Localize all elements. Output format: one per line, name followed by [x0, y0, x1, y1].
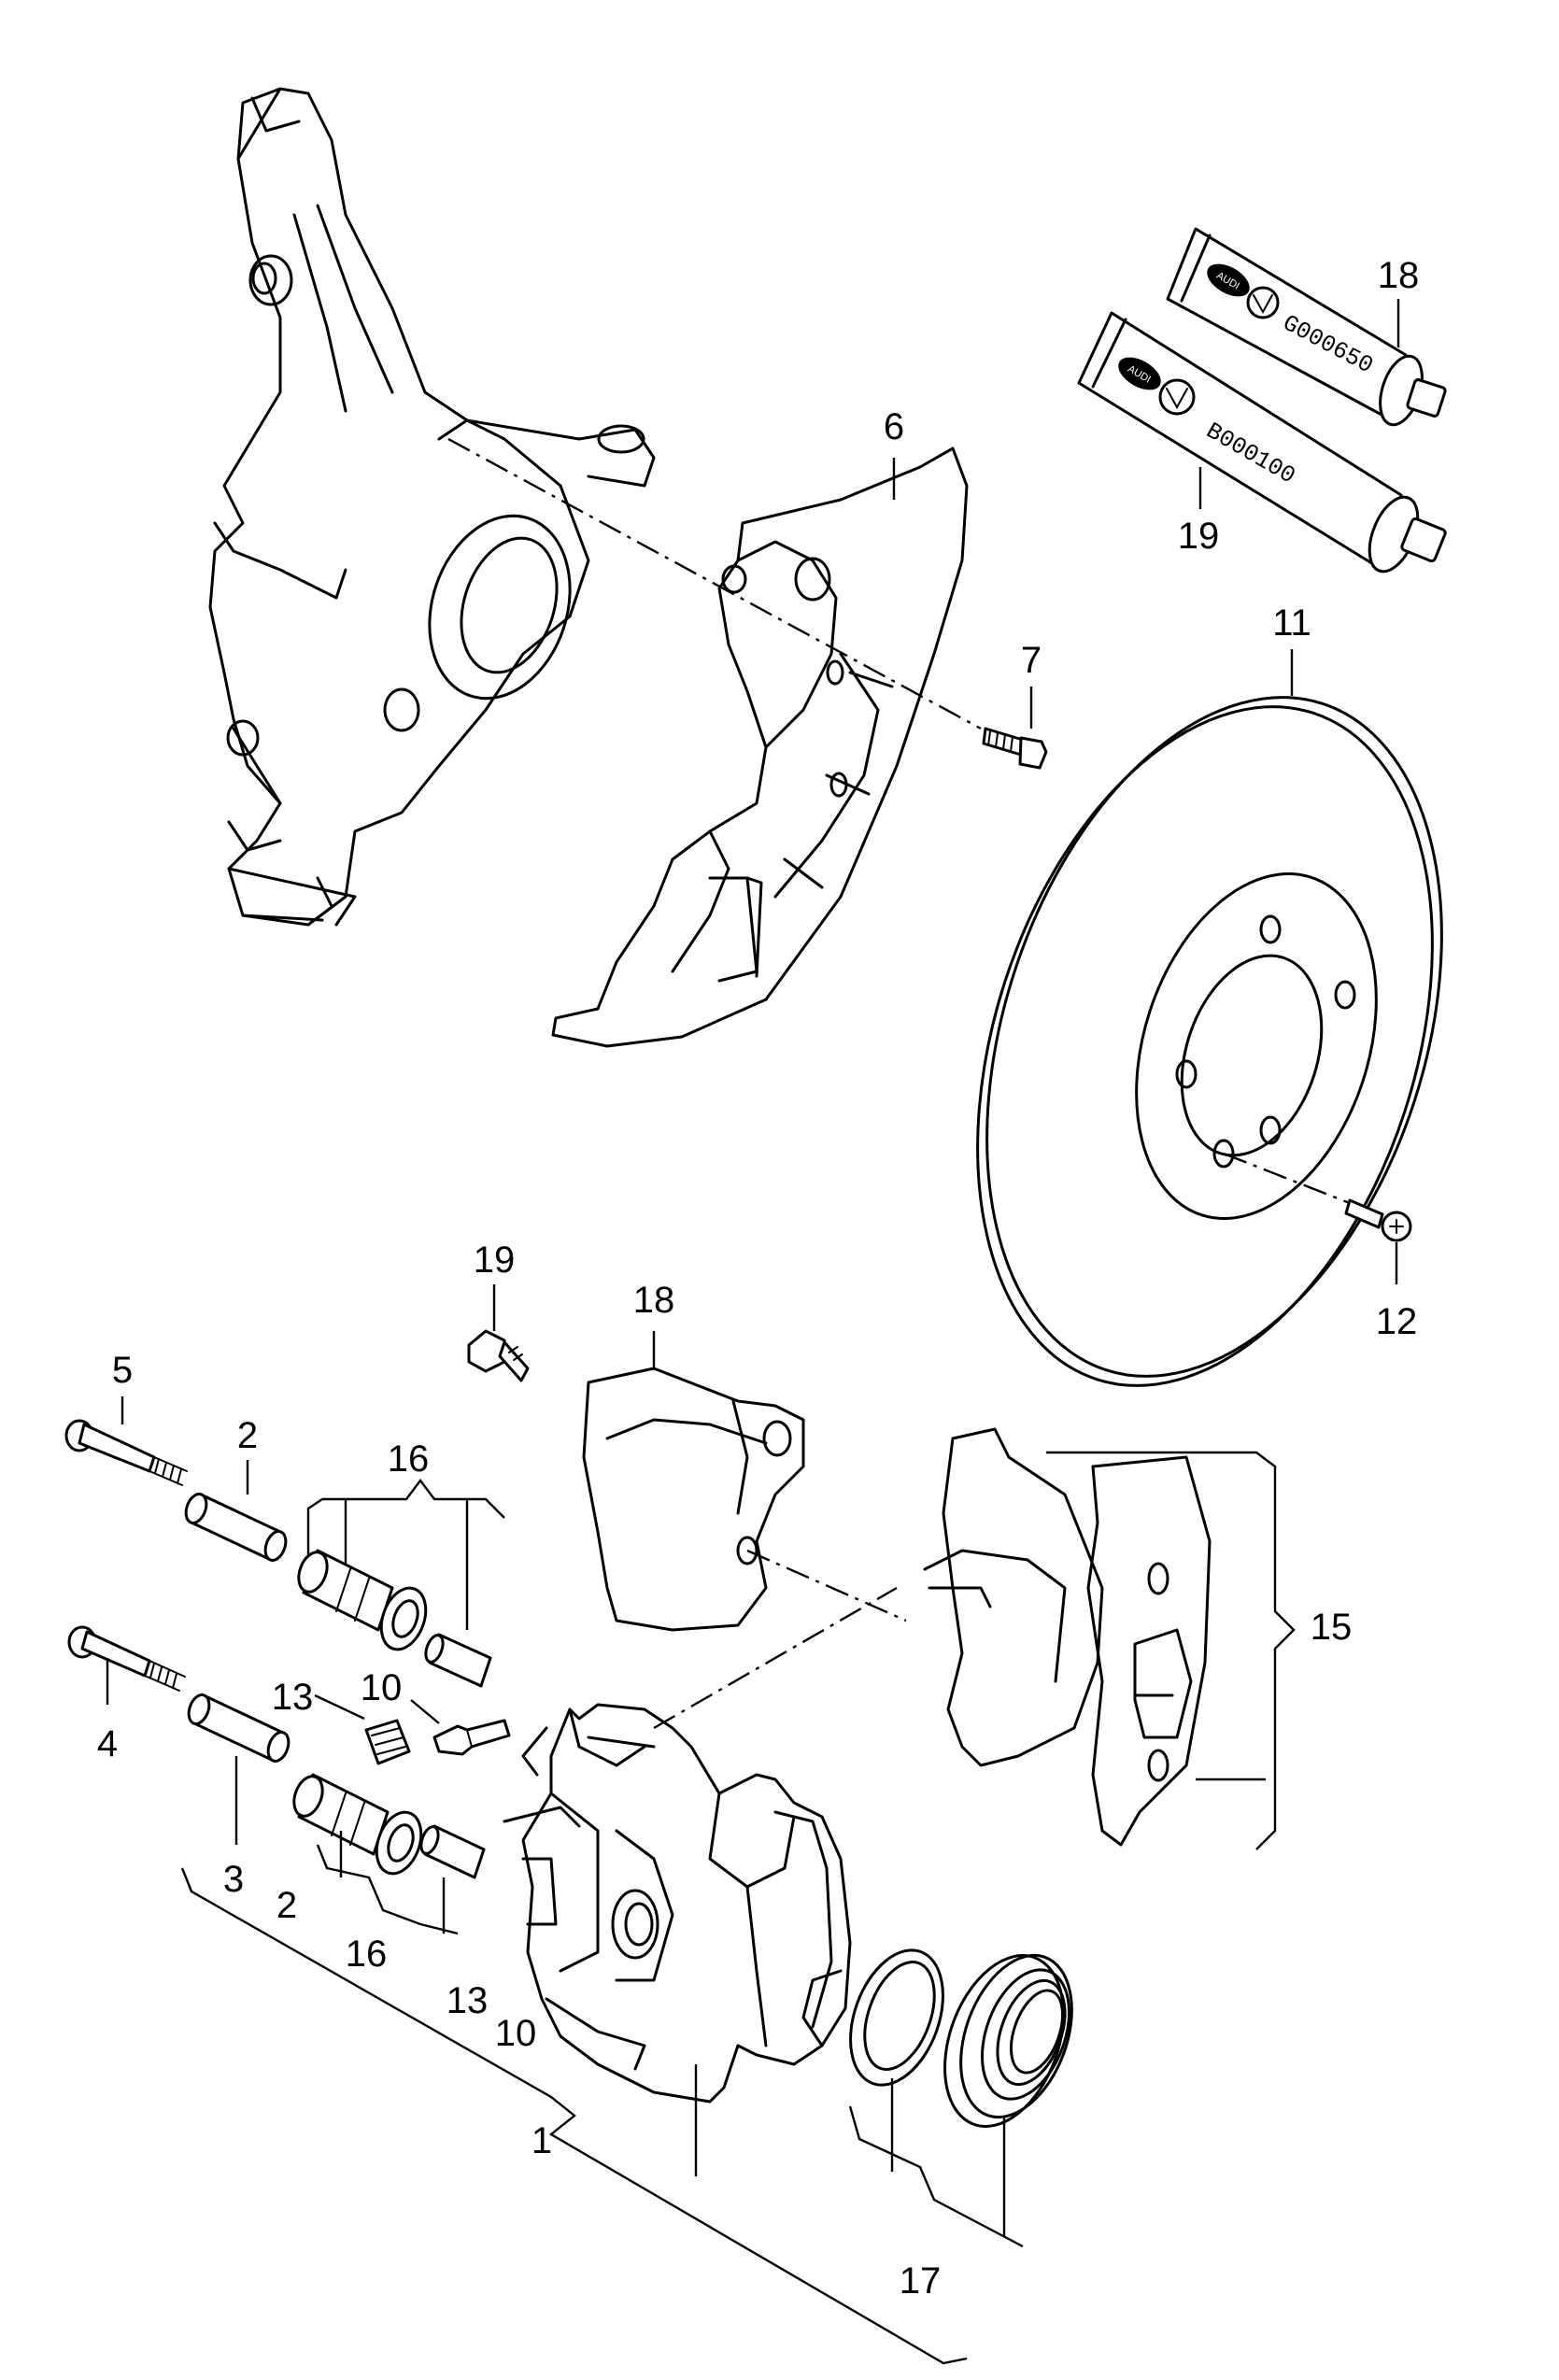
callout-labels: 6 7 11 12 18 19 19 18 5 2 16 15 13 10 4 … [97, 255, 1419, 2302]
guide-bolt-5 [64, 1419, 188, 1486]
callout-10-lower: 10 [495, 2013, 537, 2054]
sleeve-2-lower [187, 1693, 291, 1763]
callout-11: 11 [1272, 602, 1311, 644]
small-sleeve-lower [419, 1824, 486, 1879]
guide-bolt-4 [67, 1625, 186, 1692]
callout-4: 4 [97, 1723, 118, 1764]
callout-19-lower: 19 [474, 1240, 516, 1281]
bolt-7 [982, 727, 1048, 770]
callout-10-upper: 10 [361, 1667, 403, 1708]
callout-2-lower: 2 [276, 1885, 297, 1926]
guide-bushing-16-upper [297, 1549, 428, 1651]
callout-7: 7 [1021, 640, 1042, 681]
guide-bushing-16-lower [292, 1773, 423, 1876]
steering-knuckle [208, 87, 656, 927]
caliper-bracket-18 [582, 1367, 805, 1632]
callout-1: 1 [531, 2120, 552, 2161]
callout-13-upper: 13 [272, 1677, 314, 1718]
brake-disc [976, 696, 1443, 1387]
grease-tube-18: AUDI G000650 [1166, 227, 1447, 427]
grease-tube-19: AUDI B000100 [1077, 311, 1447, 574]
small-sleeve-upper [424, 1633, 492, 1688]
alignment-line-disc [1223, 1152, 1355, 1207]
callout-12: 12 [1376, 1301, 1418, 1342]
screw-12 [1344, 1198, 1412, 1242]
seal-kit-17 [849, 1948, 1073, 2128]
callout-16-lower: 16 [346, 1934, 388, 1975]
leader-lines [106, 299, 1400, 2365]
alignment-line-upper [447, 437, 982, 730]
callout-18-top: 18 [1378, 255, 1420, 296]
dust-cap-13 [364, 1719, 411, 1765]
callout-19-top: 19 [1178, 516, 1220, 557]
callout-13-lower: 13 [446, 1980, 489, 2021]
callout-5: 5 [112, 1350, 133, 1391]
brake-pads [923, 1427, 1212, 1847]
bracket-15 [1046, 1451, 1296, 1850]
callout-18-lower: 18 [633, 1280, 675, 1321]
splash-shield [551, 446, 969, 1048]
callout-2-upper: 2 [237, 1415, 258, 1456]
alignment-line-pad [746, 1549, 907, 1622]
brake-caliper [503, 1703, 852, 2104]
callout-3: 3 [223, 1859, 244, 1900]
bolt-19-lower [467, 1329, 530, 1382]
alignment-line-caliper [653, 1586, 898, 1730]
callout-17: 17 [900, 2260, 942, 2302]
callout-16-upper: 16 [388, 1438, 430, 1480]
callout-6: 6 [884, 406, 904, 447]
bleeder-valve-10 [432, 1719, 511, 1756]
callout-15: 15 [1311, 1607, 1353, 1648]
sleeve-2-upper [184, 1493, 288, 1562]
